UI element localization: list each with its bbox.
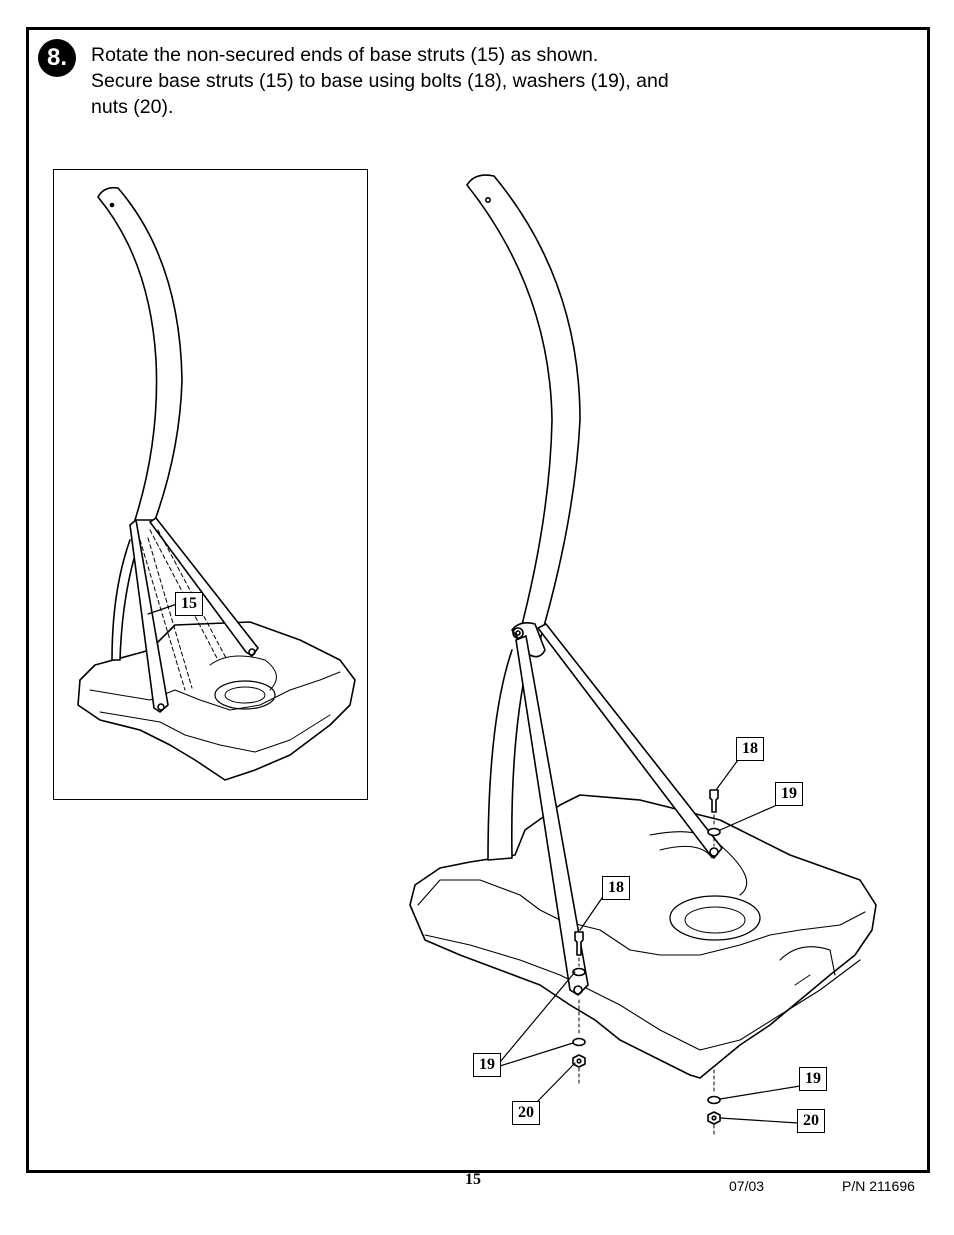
nut-20-right (707, 1111, 721, 1125)
page-frame (26, 27, 930, 1173)
inset-drawing (77, 186, 356, 781)
main-pole (466, 174, 581, 641)
revision-date: 07/03 (729, 1178, 765, 1194)
callout-18-bolt-left: 18 (602, 876, 630, 900)
washer-19-left-top (572, 967, 586, 977)
bolt-18-right (709, 789, 719, 813)
page-number: 15 (465, 1171, 481, 1188)
callout-20-nut-bottom-right: 20 (797, 1109, 825, 1133)
inset-pole (97, 186, 183, 521)
callout-19-washer-right: 19 (775, 782, 803, 806)
washer-19-right (707, 827, 721, 837)
bolt-18-left (574, 931, 584, 956)
instruction-line-1: Rotate the non-secured ends of base stru… (91, 44, 599, 66)
nut-20-left (572, 1054, 586, 1068)
callout-19-washer-left: 19 (473, 1053, 501, 1077)
instruction-line-2: Secure base struts (15) to base using bo… (91, 70, 669, 92)
callout-19-washer-bottom-right: 19 (799, 1067, 827, 1091)
part-number: P/N 211696 (842, 1178, 915, 1194)
washer-19-right-bottom (707, 1095, 721, 1105)
inset-illustration-frame (53, 169, 368, 800)
main-base (409, 794, 877, 1079)
step-instructions: Rotate the non-secured ends of base stru… (91, 42, 791, 120)
callout-15-strut: 15 (175, 592, 203, 616)
main-drawing (409, 174, 877, 1136)
callout-20-nut-left: 20 (512, 1101, 540, 1125)
callout-18-bolt-right: 18 (736, 737, 764, 761)
main-strut-front (515, 635, 589, 996)
washer-19-left-bottom (572, 1037, 586, 1047)
step-number-badge: 8. (38, 39, 76, 77)
instruction-line-3: nuts (20). (91, 96, 174, 118)
